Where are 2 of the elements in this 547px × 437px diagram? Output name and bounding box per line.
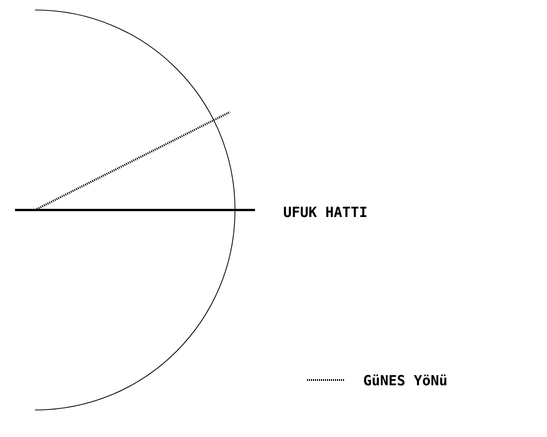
legend-text: GüNES YöNü (364, 374, 446, 386)
horizon-label: UFUK HATTI (284, 206, 366, 218)
